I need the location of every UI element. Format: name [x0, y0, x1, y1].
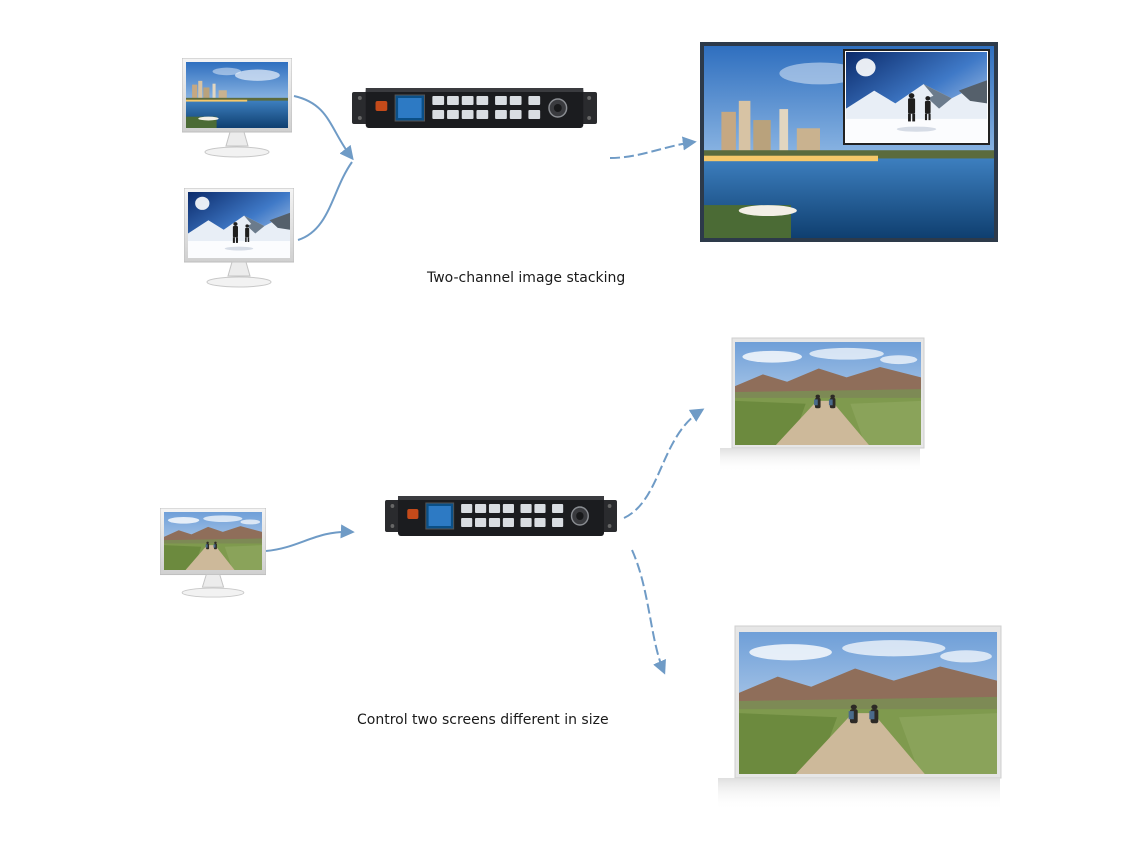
arrow-icon: [265, 524, 355, 552]
source-monitor-trail: [160, 508, 266, 598]
caption-image-stacking: Two-channel image stacking: [427, 270, 626, 286]
screen-reflection: [718, 778, 1000, 810]
source-monitor-city: [182, 58, 292, 158]
source-monitor-snow: [184, 188, 294, 288]
small-output-screen: [720, 337, 925, 472]
screen-reflection: [720, 448, 920, 472]
arrow-icon: [609, 136, 697, 159]
arrow-icon: [293, 95, 354, 161]
arrow-icon: [623, 408, 705, 519]
stacked-output-screen: [700, 42, 998, 242]
section-two-screens: [160, 337, 1002, 810]
video-processor-icon: [385, 495, 617, 536]
arrow-icon: [297, 161, 353, 241]
arrow-icon: [631, 549, 666, 675]
caption-two-screens: Control two screens different in size: [357, 712, 609, 728]
section-image-stacking: [182, 42, 998, 288]
video-processor-icon: [352, 87, 597, 128]
large-output-screen: [718, 625, 1002, 810]
